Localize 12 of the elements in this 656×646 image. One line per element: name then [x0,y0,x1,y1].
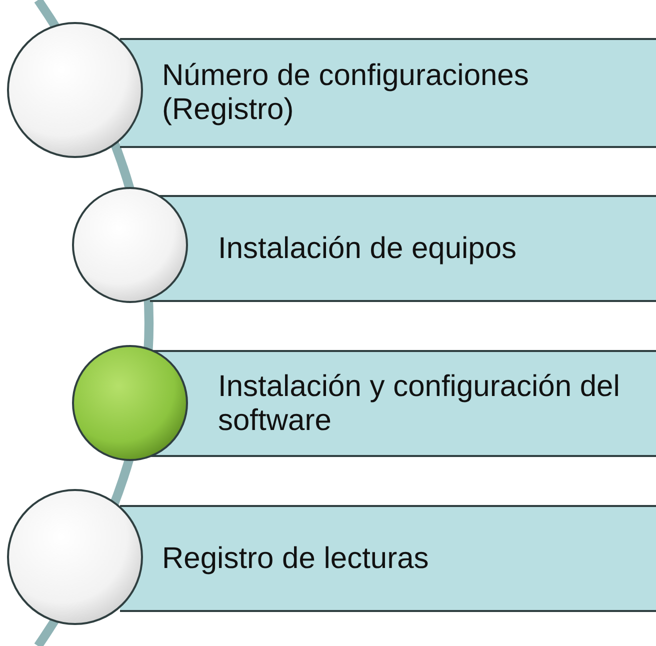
bar-label: Instalación y configuración del software [218,370,621,438]
list-bar [150,350,656,457]
circle-marker [72,187,188,303]
bar-label: Instalación de equipos [218,232,517,266]
list-bar [150,195,656,302]
circle-marker [7,22,143,158]
list-bar [120,38,656,148]
circle-marker [7,489,143,625]
list-bar [120,505,656,612]
circle-marker [72,345,188,461]
bar-label: Número de configuraciones (Registro) [162,59,530,127]
bar-label: Registro de lecturas [162,542,429,576]
